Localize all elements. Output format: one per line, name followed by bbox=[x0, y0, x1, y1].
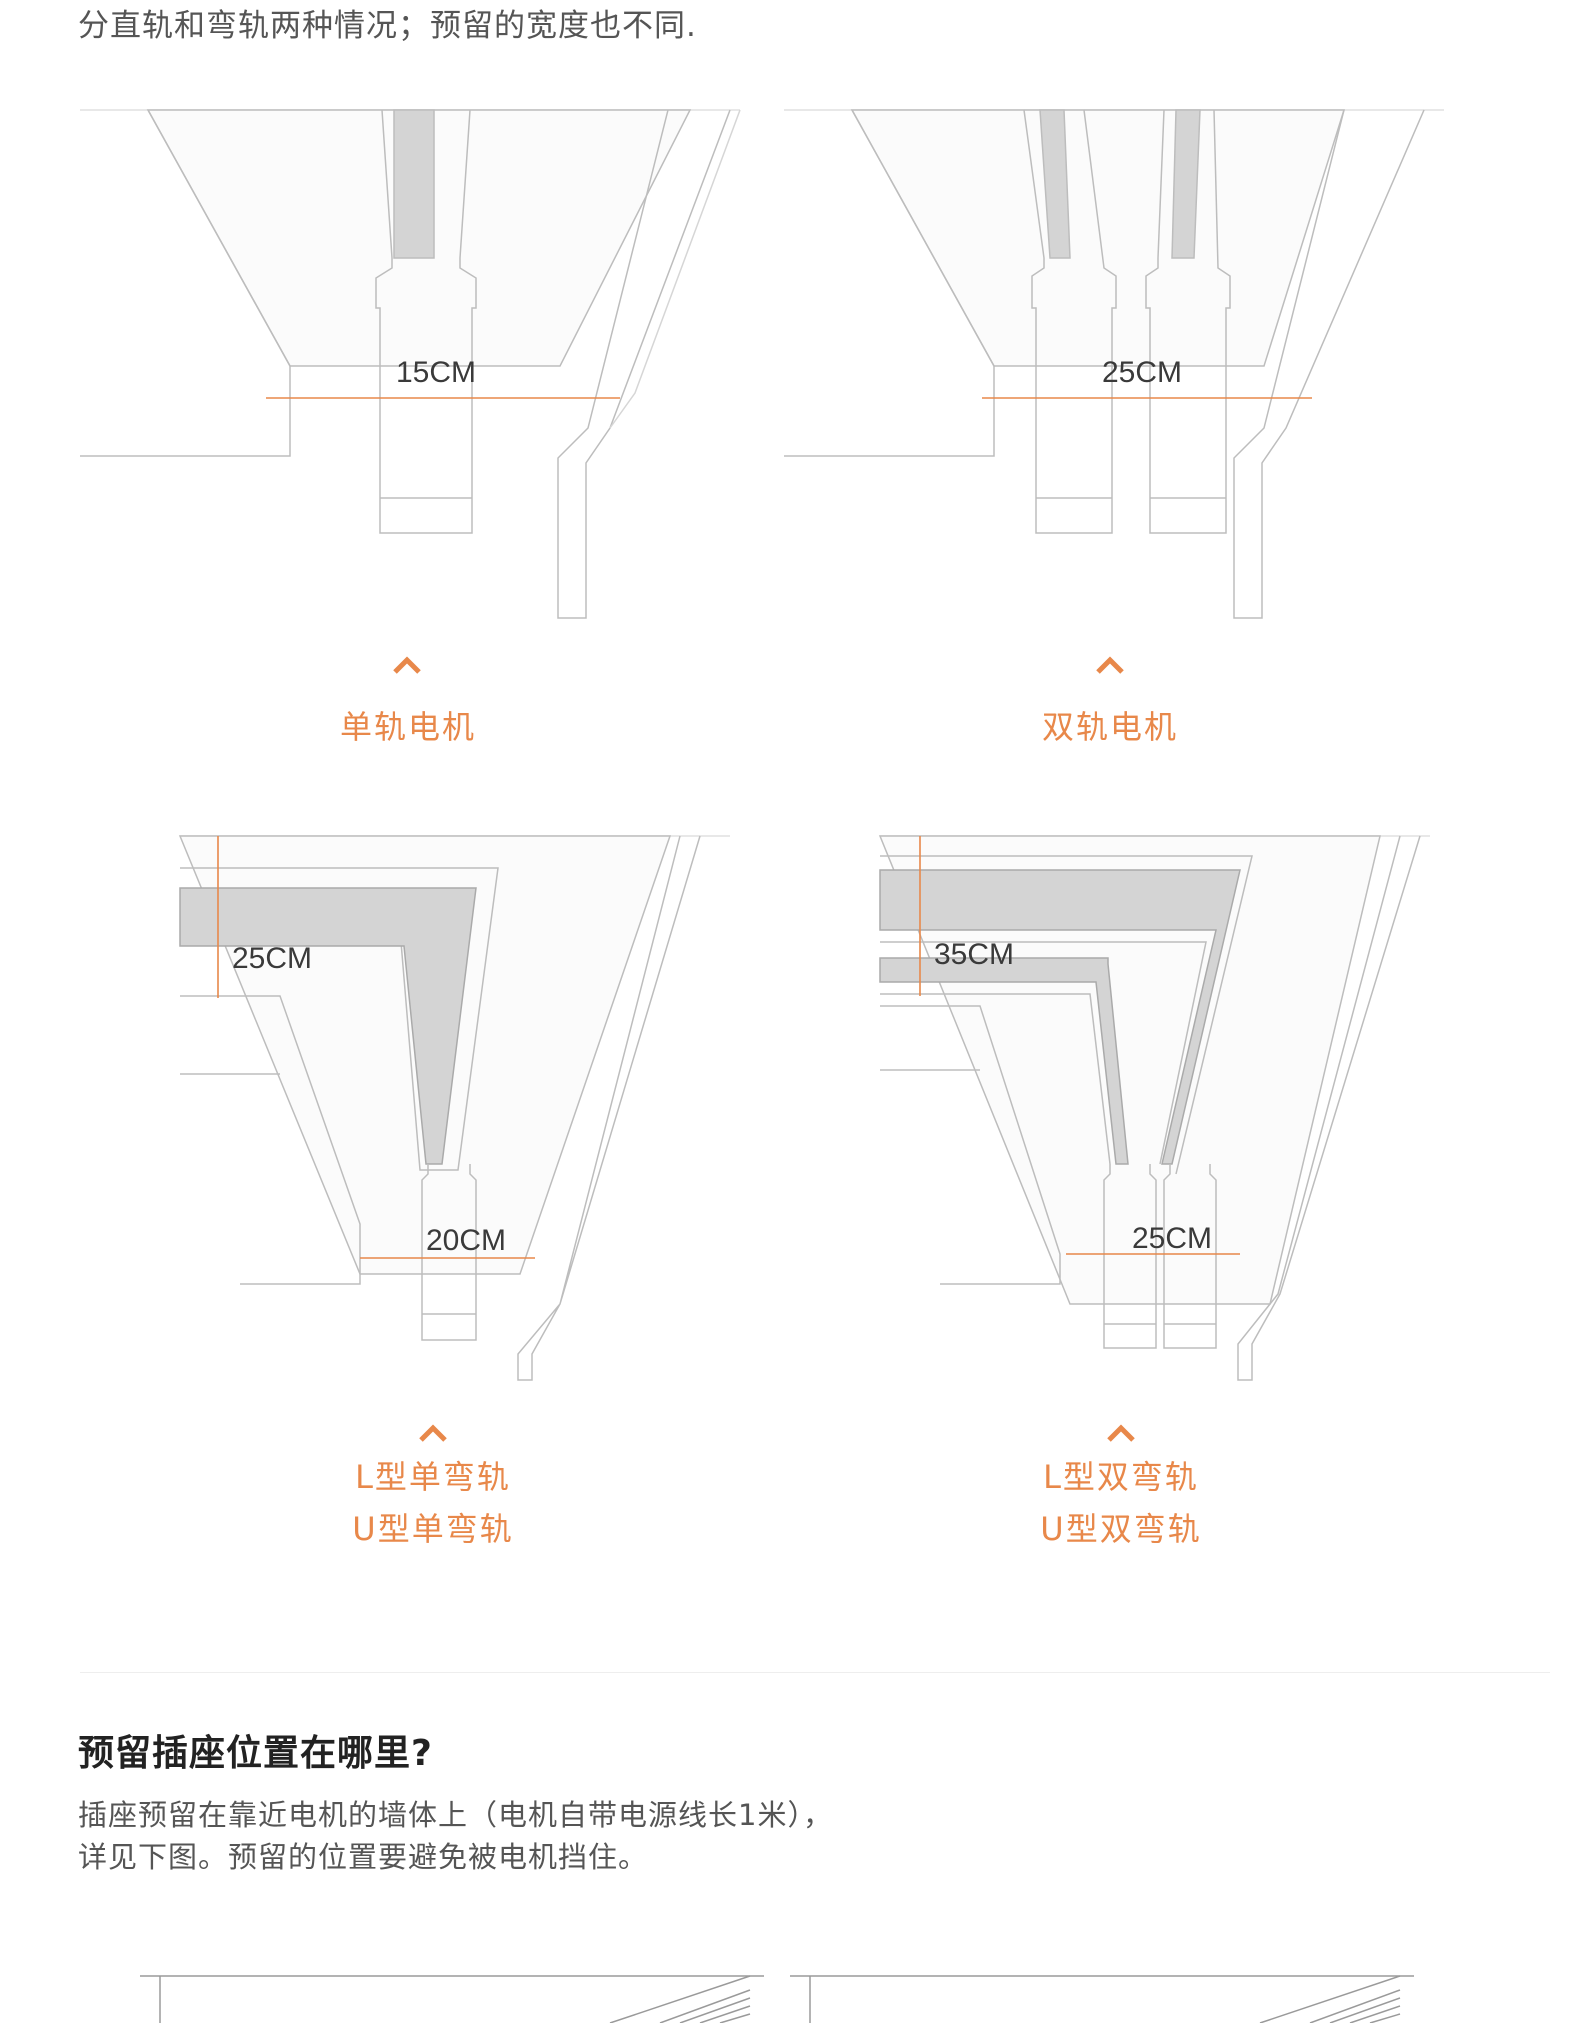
socket-diagram-left bbox=[140, 1972, 770, 2023]
socket-section-title: 预留插座位置在哪里? bbox=[78, 1733, 433, 1774]
socket-section-line-2: 详见下图。预留的位置要避免被电机挡住。 bbox=[78, 1840, 649, 1874]
socket-right-illustration bbox=[790, 1975, 1414, 2023]
dim-label: 25CM bbox=[1132, 1222, 1212, 1255]
socket-left-illustration bbox=[140, 1975, 764, 2023]
chevron-up-icon bbox=[413, 1418, 453, 1452]
dim-label: 20CM bbox=[426, 1224, 506, 1257]
diagram-double-curved-track: 35CM 25CM bbox=[860, 834, 1460, 1394]
caption-double-curved-l: L型双弯轨 bbox=[1043, 1458, 1199, 1496]
double-curved-track-illustration: 35CM 25CM bbox=[878, 835, 1430, 1381]
diagram-single-track: 15CM bbox=[80, 108, 750, 628]
chevron-up-icon bbox=[1101, 1418, 1141, 1452]
caption-double-curved-u: U型双弯轨 bbox=[1040, 1510, 1202, 1548]
dim-label: 15CM bbox=[396, 356, 476, 389]
socket-section-line-1: 插座预留在靠近电机的墙体上（电机自带电源线长1米）， bbox=[78, 1798, 833, 1832]
dim-label: 35CM bbox=[934, 938, 1014, 971]
intro-text: 分直轨和弯轨两种情况；预留的宽度也不同. bbox=[78, 8, 697, 44]
chevron-up-icon bbox=[387, 650, 427, 684]
double-track-illustration: 25CM bbox=[784, 109, 1444, 619]
section-divider bbox=[80, 1672, 1550, 1673]
caption-single-curved-l: L型单弯轨 bbox=[355, 1458, 511, 1496]
single-curved-track-illustration: 25CM 20CM bbox=[178, 835, 730, 1381]
dim-label: 25CM bbox=[1102, 356, 1182, 389]
socket-diagram-right bbox=[790, 1972, 1420, 2023]
dim-label: 25CM bbox=[232, 942, 312, 975]
chevron-up-icon bbox=[1090, 650, 1130, 684]
caption-single-track: 单轨电机 bbox=[339, 708, 476, 746]
caption-double-track: 双轨电机 bbox=[1041, 708, 1178, 746]
diagram-double-track: 25CM bbox=[784, 108, 1454, 628]
caption-single-curved-u: U型单弯轨 bbox=[352, 1510, 514, 1548]
single-track-illustration: 15CM bbox=[80, 109, 741, 619]
diagram-single-curved-track: 25CM 20CM bbox=[160, 834, 760, 1394]
